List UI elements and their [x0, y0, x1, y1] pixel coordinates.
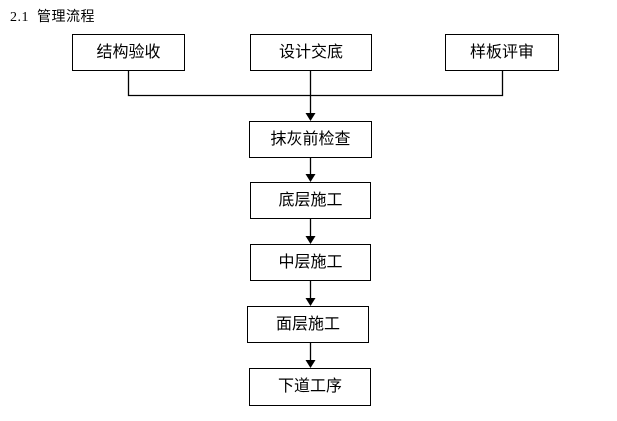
arrowhead-into-middle-coat	[305, 236, 316, 244]
flow-node-pre-plaster-inspection: 抹灰前检查	[249, 121, 372, 158]
arrowhead-into-pre-plaster-inspection	[305, 113, 316, 121]
connector-line-structure-acceptance	[127, 71, 311, 97]
flow-node-design-disclosure: 设计交底	[250, 34, 372, 71]
flow-node-label: 下道工序	[277, 378, 342, 395]
flow-node-finish-coat-construction: 面层施工	[247, 306, 369, 343]
flow-node-base-coat-construction: 底层施工	[250, 182, 371, 219]
connector-line-sample-review	[310, 71, 504, 97]
flow-node-next-process: 下道工序	[249, 368, 371, 406]
flow-node-label: 底层施工	[278, 191, 343, 209]
flow-node-label: 面层施工	[275, 315, 340, 333]
section-heading: 2.1 管理流程	[10, 10, 95, 25]
flow-node-label: 结构验收	[96, 43, 161, 61]
flow-node-label: 抹灰前检查	[270, 130, 351, 148]
arrowhead-into-base-coat	[305, 174, 316, 182]
flow-node-sample-review: 样板评审	[445, 34, 559, 71]
flow-node-label: 样板评审	[469, 43, 534, 61]
arrowhead-into-next-process	[305, 360, 316, 368]
flow-node-middle-coat-construction: 中层施工	[250, 244, 371, 281]
flow-node-label: 中层施工	[278, 253, 343, 271]
flow-node-structure-acceptance: 结构验收	[72, 34, 185, 71]
arrowhead-into-finish-coat	[305, 298, 316, 306]
flow-node-label: 设计交底	[278, 43, 343, 61]
